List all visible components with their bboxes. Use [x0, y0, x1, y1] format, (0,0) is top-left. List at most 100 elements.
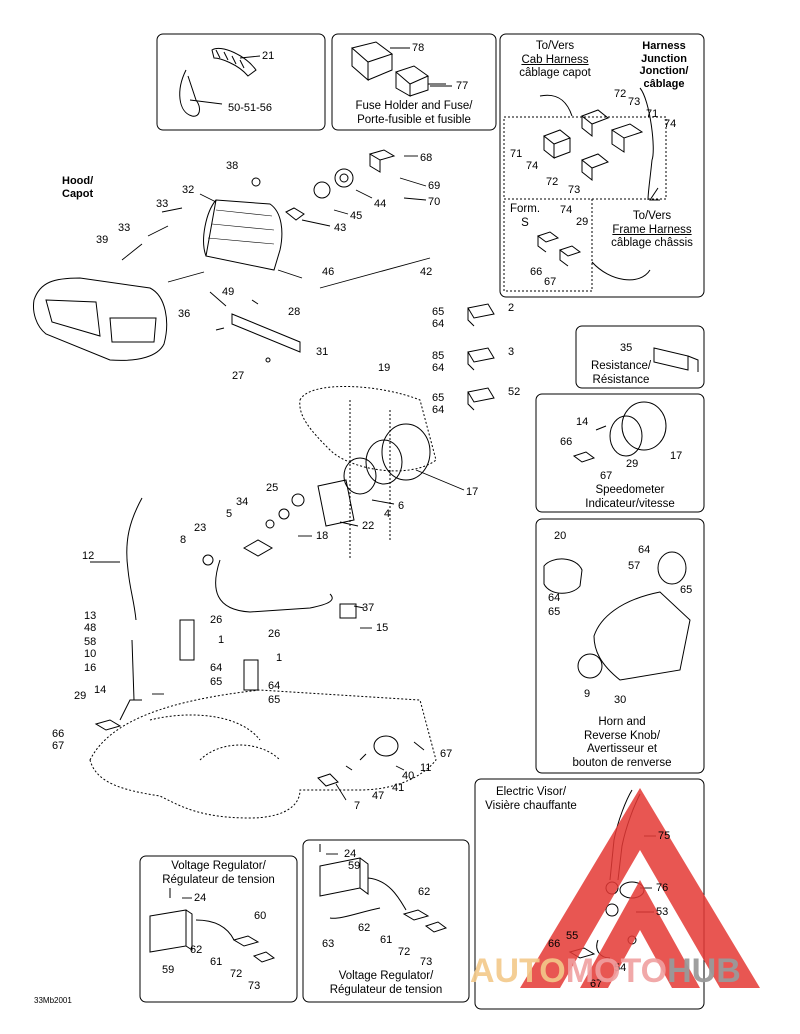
callout-74: 74	[526, 160, 539, 172]
box-speedometer	[535, 393, 705, 513]
callout-67: 67	[52, 740, 65, 752]
callout-34: 34	[236, 496, 249, 508]
callout-65: 65	[210, 676, 223, 688]
console-outline-sketch	[89, 689, 437, 819]
caption-line: Fuse Holder and Fuse/	[355, 100, 473, 112]
callout-73: 73	[420, 956, 433, 968]
callout-43: 43	[334, 222, 347, 234]
callout-5: 5	[226, 508, 233, 520]
resistance-caption: Resistance/ Résistance	[576, 360, 666, 387]
caption-line: bouton de renverse	[572, 756, 672, 769]
caption-line: Indicateur/vitesse	[585, 497, 675, 510]
caption-line: Frame Harness	[612, 223, 692, 236]
callout-22: 22	[362, 520, 375, 532]
voltage-regulator-right-sketch	[319, 844, 448, 933]
callout-39: 39	[96, 234, 109, 246]
callout-29: 29	[576, 216, 589, 228]
callout-70: 70	[428, 196, 441, 208]
caption-line: câblage châssis	[611, 237, 693, 249]
callout-1: 1	[218, 634, 225, 646]
callout-32: 32	[182, 184, 195, 196]
callout-73: 73	[248, 980, 261, 992]
callout-17: 17	[466, 486, 479, 498]
callout-66: 66	[52, 728, 65, 740]
caption-line: Voltage Regulator/	[171, 860, 266, 872]
document-code: 33Mb2001	[34, 996, 72, 1005]
callout-45: 45	[350, 210, 363, 222]
fuse-holder-caption: Fuse Holder and Fuse/ Porte-fusible et f…	[332, 100, 496, 127]
headlight-assembly-sketch	[33, 149, 396, 363]
caption-line: Electric Visor/	[495, 786, 567, 798]
callout-20: 20	[554, 530, 567, 542]
key-switch-sketch	[317, 735, 399, 787]
callout-66: 66	[560, 436, 573, 448]
callout-52: 52	[508, 386, 521, 398]
caption-line: Reverse Knob/	[583, 729, 661, 742]
callout-64: 64	[432, 362, 445, 374]
callout-11: 11	[420, 762, 432, 774]
callout-16: 16	[84, 662, 97, 674]
callout-29: 29	[626, 458, 639, 470]
callout-18: 18	[316, 530, 329, 542]
caption-line: Voltage Regulator/	[338, 970, 434, 982]
callout-65: 65	[268, 694, 281, 706]
callout-66: 66	[530, 266, 543, 278]
callout-59: 59	[348, 860, 361, 872]
callout-41: 41	[392, 782, 405, 794]
callout-42: 42	[420, 266, 433, 278]
callout-78: 78	[412, 42, 425, 54]
callout-49: 49	[222, 286, 235, 298]
callout-65: 65	[680, 584, 693, 596]
caption-line: Hood/	[62, 175, 94, 187]
watermark-part: HUB	[667, 952, 741, 990]
callout-27: 27	[232, 370, 245, 382]
callout-61: 61	[210, 956, 223, 968]
caption-line: Form.	[509, 203, 541, 215]
harness-junction-caption: Harness Junction Jonction/ câblage	[624, 40, 704, 90]
callout-33: 33	[118, 222, 131, 234]
callout-14: 14	[576, 416, 589, 428]
callout-36: 36	[178, 308, 191, 320]
caption-line: To/Vers	[535, 40, 575, 52]
box-cab-harness-dashed	[503, 116, 667, 200]
callout-31: 31	[316, 346, 329, 358]
callout-17: 17	[670, 450, 683, 462]
callout-62: 62	[190, 944, 203, 956]
box-voltage-regulator-right	[302, 839, 470, 1003]
callout-10: 10	[84, 648, 97, 660]
callout-53: 53	[656, 906, 669, 918]
callout-21: 21	[262, 50, 275, 62]
caption-line: To/Vers	[632, 210, 672, 222]
callout-76: 76	[656, 882, 669, 894]
callout-40: 40	[402, 770, 415, 782]
callout-73: 73	[628, 96, 641, 108]
callout-48: 48	[84, 622, 97, 634]
callout-64: 64	[432, 404, 445, 416]
caption-line: Speedometer	[595, 484, 665, 496]
caption-line: Cab Harness	[521, 53, 589, 66]
callout-66: 66	[548, 938, 561, 950]
caption-line: Jonction/	[639, 65, 689, 77]
callout-13: 13	[84, 610, 97, 622]
callout-67: 67	[440, 748, 453, 760]
callout-14: 14	[94, 684, 107, 696]
switch-brackets-sketch	[467, 303, 495, 411]
caption-line: Avertisseur et	[586, 743, 658, 755]
callout-65: 65	[548, 606, 561, 618]
to-cab-harness-caption: To/Vers Cab Harness câblage capot	[500, 40, 610, 81]
callout-64: 64	[548, 592, 561, 604]
box-hardware-ties	[156, 33, 326, 131]
caption-line: Resistance/	[590, 360, 652, 372]
callout-75: 75	[658, 830, 671, 842]
box-horn-reverse	[535, 518, 705, 774]
voltage-regulator-left-sketch	[149, 888, 276, 963]
speedometer-caption: Speedometer Indicateur/vitesse	[560, 484, 700, 511]
callout-69: 69	[428, 180, 441, 192]
callout-23: 23	[194, 522, 207, 534]
callout-33: 33	[156, 198, 169, 210]
callout-65: 65	[432, 392, 445, 404]
callout-28: 28	[288, 306, 301, 318]
caption-line: Porte-fusible et fusible	[357, 113, 471, 126]
electric-visor-caption: Electric Visor/ Visière chauffante	[476, 786, 586, 813]
